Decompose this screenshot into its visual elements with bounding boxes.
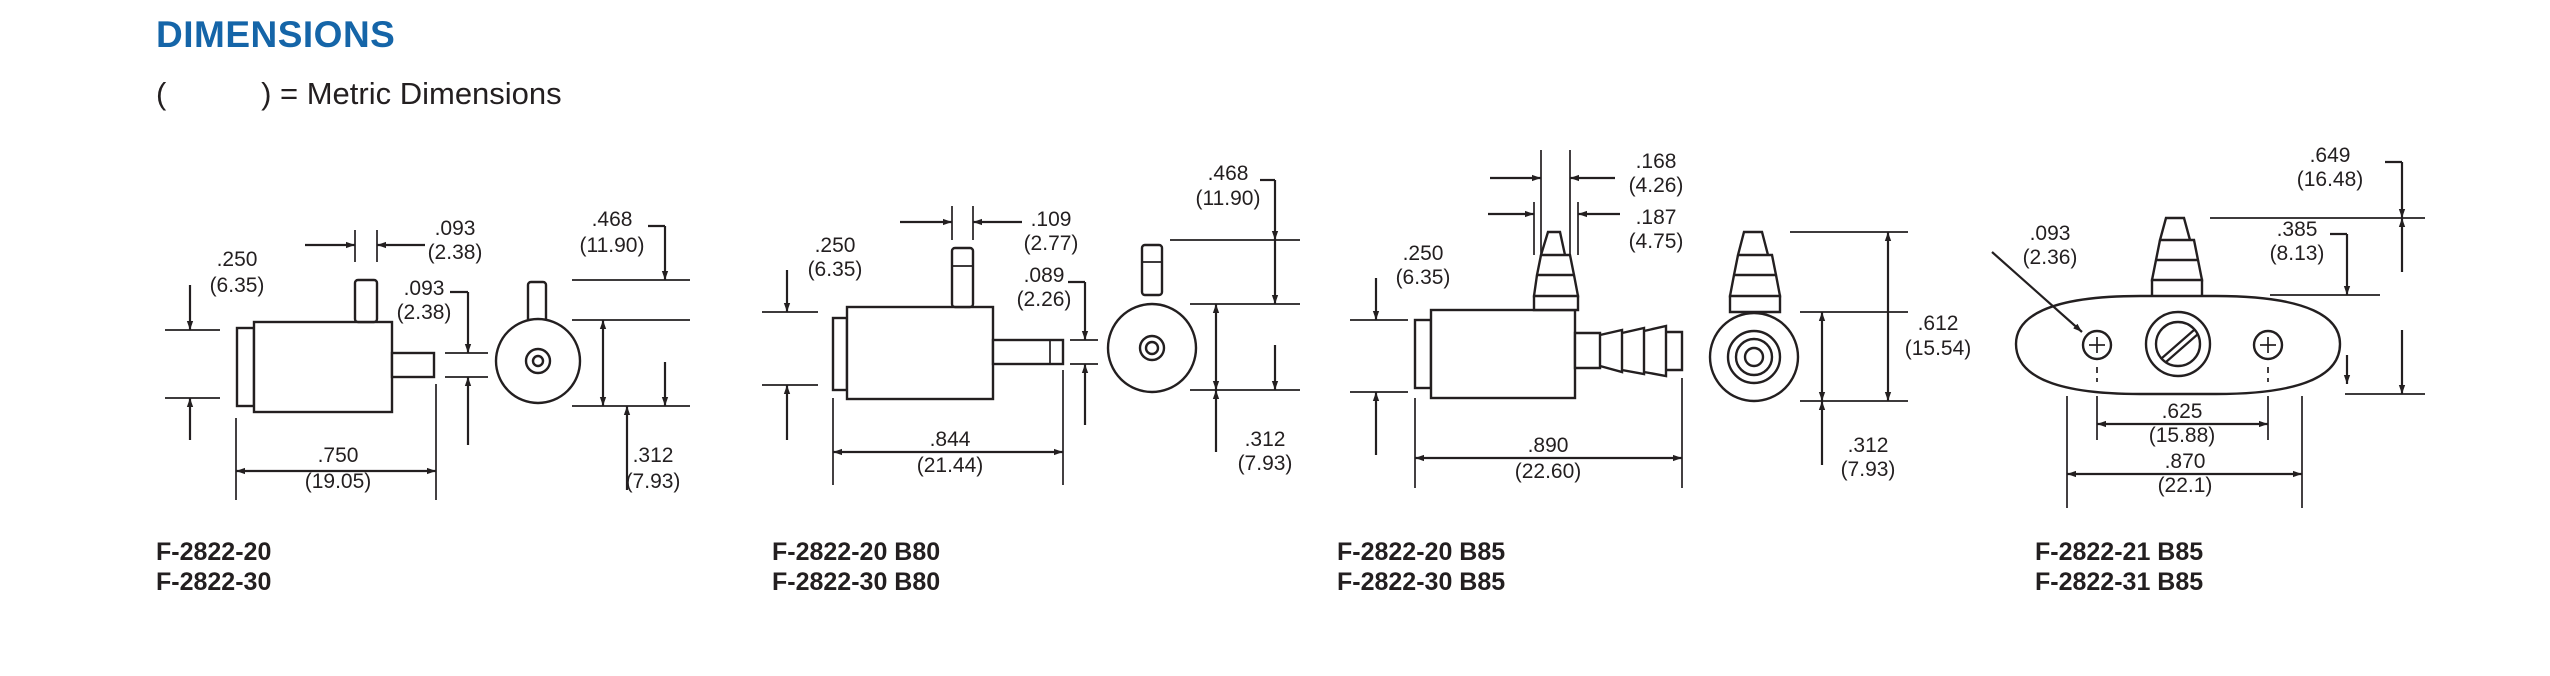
fig2-dim-d-mm: (11.90)	[1196, 187, 1261, 210]
fig4-dim-c-inch: .385	[2277, 218, 2318, 241]
metric-legend: ( ) = Metric Dimensions	[156, 76, 562, 111]
figure-3-models: F-2822-20 B85 F-2822-30 B85	[1337, 537, 1505, 597]
model-label: F-2822-21 B85	[2035, 538, 2204, 566]
model-label: F-2822-30 B85	[1337, 568, 1506, 596]
fig3-dim-a-inch: .250	[1403, 242, 1444, 265]
fig1-dim-a-mm: (6.35)	[210, 274, 265, 297]
fig2-dim-f-mm: (7.93)	[1238, 452, 1293, 475]
fig3-dim-b-inch: .168	[1636, 150, 1677, 173]
figure-4-models: F-2822-21 B85 F-2822-31 B85	[2035, 537, 2203, 597]
fig4-front-view	[2014, 216, 2342, 396]
fig2-dim-e-mm: (21.44)	[917, 454, 984, 477]
fig2-dim-c-mm: (2.26)	[1017, 288, 1072, 311]
fig3-dim-f-inch: .312	[1848, 434, 1889, 457]
fig4-dim-a-mm: (2.36)	[2023, 246, 2078, 269]
fig2-dim-b-inch: .109	[1031, 208, 1072, 231]
fig3-dimension-lines	[1350, 150, 1908, 488]
fig2-dim-c-inch: .089	[1024, 264, 1065, 287]
figure-2-drawing: .250 (6.35) .109 (2.77) .089 (2.26) .468…	[762, 162, 1300, 485]
model-label: F-2822-20 B85	[1337, 538, 1506, 566]
figure-1-drawing: .250 (6.35) .093 (2.38) .093 (2.38) .468…	[165, 208, 690, 500]
page-title: DIMENSIONS	[156, 14, 396, 55]
fig3-dim-f-mm: (7.93)	[1841, 458, 1896, 481]
model-label: F-2822-20	[156, 538, 272, 566]
model-label: F-2822-31 B85	[2035, 568, 2204, 596]
fig4-dim-b-inch: .649	[2310, 144, 2351, 167]
model-label: F-2822-20 B80	[772, 538, 941, 566]
fig1-dim-b-mm: (2.38)	[428, 241, 483, 264]
fig3-dimension-labels: .250 (6.35) .168 (4.26) .187 (4.75) .612…	[1396, 150, 1972, 483]
fig3-dim-d-inch: .612	[1918, 312, 1959, 335]
fig4-dim-c-mm: (8.13)	[2270, 242, 2325, 265]
figure-1-models: F-2822-20 F-2822-30	[156, 537, 271, 597]
fig4-dim-d-inch: .625	[2162, 400, 2203, 423]
fig1-dim-f-inch: .312	[633, 444, 674, 467]
fig3-dim-e-inch: .890	[1528, 434, 1569, 457]
fig2-dim-a-mm: (6.35)	[808, 258, 863, 281]
figure-3-drawing: .250 (6.35) .168 (4.26) .187 (4.75) .612…	[1350, 150, 1971, 488]
fig4-dimension-labels: .093 (2.36) .649 (16.48) .385 (8.13) .62…	[2023, 144, 2364, 497]
fig3-side-view	[1413, 230, 1684, 400]
fig2-side-view	[831, 246, 1065, 401]
fig3-dim-e-mm: (22.60)	[1515, 460, 1582, 483]
fig3-dim-c-mm: (4.75)	[1629, 230, 1684, 253]
fig1-side-view	[235, 278, 436, 414]
fig1-dim-d-mm: (11.90)	[580, 234, 645, 257]
fig2-dim-b-mm: (2.77)	[1024, 232, 1079, 255]
fig1-dim-c-inch: .093	[404, 277, 445, 300]
model-label: F-2822-30 B80	[772, 568, 941, 596]
fig4-dim-a-inch: .093	[2030, 222, 2071, 245]
fig4-dim-e-mm: (22.1)	[2158, 474, 2213, 497]
fig1-end-view	[494, 280, 582, 405]
fig1-dim-d-inch: .468	[592, 208, 633, 231]
fig1-dim-f-mm: (7.93)	[626, 470, 681, 493]
fig1-dim-e-mm: (19.05)	[305, 470, 372, 493]
fig3-dim-d-mm: (15.54)	[1905, 337, 1972, 360]
fig2-dimension-lines	[762, 178, 1300, 485]
fig3-dim-a-mm: (6.35)	[1396, 266, 1451, 289]
fig2-dimension-labels: .250 (6.35) .109 (2.77) .089 (2.26) .468…	[808, 162, 1293, 477]
fig3-dim-b-mm: (4.26)	[1629, 174, 1684, 197]
fig3-end-view	[1708, 230, 1800, 403]
model-label: F-2822-30	[156, 568, 272, 596]
fig2-dim-a-inch: .250	[815, 234, 856, 257]
fig1-dim-a-inch: .250	[217, 248, 258, 271]
fig2-dim-d-inch: .468	[1208, 162, 1249, 185]
fig4-dim-d-mm: (15.88)	[2149, 424, 2216, 447]
figure-2-models: F-2822-20 B80 F-2822-30 B80	[772, 537, 940, 597]
fig2-end-view	[1106, 243, 1198, 394]
fig2-dim-e-inch: .844	[930, 428, 971, 451]
fig1-dim-b-inch: .093	[435, 217, 476, 240]
fig1-dimension-labels: .250 (6.35) .093 (2.38) .093 (2.38) .468…	[210, 208, 681, 493]
figure-4-drawing: .093 (2.36) .649 (16.48) .385 (8.13) .62…	[1991, 144, 2425, 508]
fig2-dim-f-inch: .312	[1245, 428, 1286, 451]
fig3-dim-c-inch: .187	[1636, 206, 1677, 229]
fig4-dim-b-mm: (16.48)	[2297, 168, 2364, 191]
fig4-dim-e-inch: .870	[2165, 450, 2206, 473]
fig1-dim-c-mm: (2.38)	[397, 301, 452, 324]
fig1-dim-e-inch: .750	[318, 444, 359, 467]
fig4-dimension-lines	[1991, 160, 2425, 508]
fig1-dimension-lines	[165, 224, 690, 500]
